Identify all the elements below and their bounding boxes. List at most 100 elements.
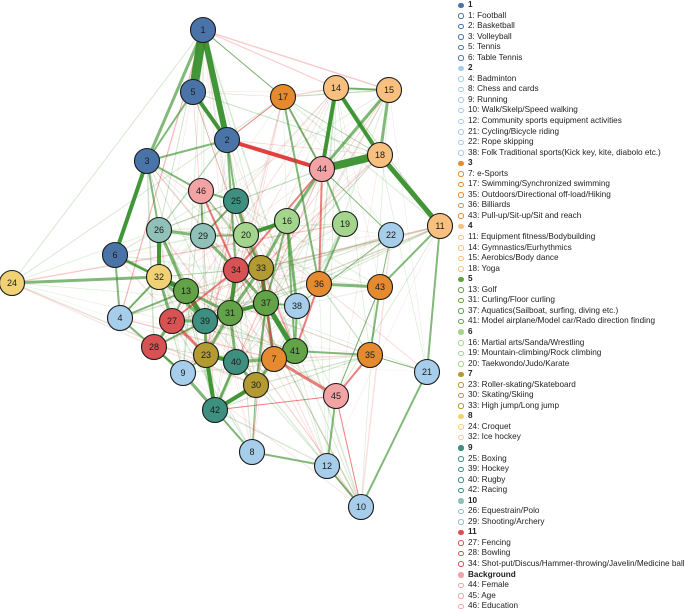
node-label: 27 (167, 316, 177, 326)
legend-item: 14: Gymnastics/Eurhythmics (458, 243, 684, 254)
node-26[interactable]: 26 (145, 216, 173, 244)
faint-edge (235, 200, 320, 285)
node-6[interactable]: 6 (101, 241, 129, 269)
node-14[interactable]: 14 (322, 74, 350, 102)
hollow-circle-icon (458, 540, 464, 546)
filled-circle-icon (458, 498, 464, 504)
legend-item: 29: Shooting/Archery (458, 517, 684, 528)
node-36[interactable]: 36 (305, 270, 333, 298)
hollow-circle-icon (458, 424, 464, 430)
node-circle (145, 263, 173, 291)
node-24[interactable]: 24 (0, 269, 26, 297)
legend-label: 1: Football (468, 10, 507, 20)
node-circle (192, 341, 220, 369)
faint-edge (158, 229, 184, 374)
hollow-circle-icon (458, 550, 464, 557)
faint-edge (202, 29, 337, 89)
node-9[interactable]: 9 (169, 359, 197, 387)
node-circle (222, 348, 250, 376)
node-8[interactable]: 8 (238, 438, 266, 466)
node-2[interactable]: 2 (213, 126, 241, 154)
hollow-circle-icon (458, 266, 464, 272)
node-16[interactable]: 16 (273, 207, 301, 235)
hollow-circle-icon (458, 297, 464, 304)
node-13[interactable]: 13 (172, 277, 200, 305)
edge-11-43 (379, 225, 441, 288)
hollow-circle-icon (458, 434, 464, 441)
node-1[interactable]: 1 (189, 16, 217, 44)
node-44[interactable]: 44 (308, 155, 336, 183)
node-17[interactable]: 17 (269, 83, 297, 111)
legend-label: 17: Swimming/Synchronized swimming (468, 179, 610, 189)
node-33[interactable]: 33 (247, 254, 275, 282)
hollow-circle-icon (458, 361, 464, 367)
faint-edge (114, 254, 320, 285)
hollow-circle-icon (458, 213, 464, 219)
legend-item: 43: Pull-up/Sit-up/Sit and reach (458, 211, 684, 222)
faint-edge (214, 409, 328, 467)
node-19[interactable]: 19 (331, 210, 359, 238)
node-label: 31 (225, 308, 235, 318)
faint-edge (202, 29, 206, 322)
node-43[interactable]: 43 (366, 273, 394, 301)
faint-edge (235, 168, 323, 363)
node-31[interactable]: 31 (216, 299, 244, 327)
node-38[interactable]: 38 (283, 292, 311, 320)
faint-edge (11, 229, 160, 284)
node-25[interactable]: 25 (222, 187, 250, 215)
legend-item: 34: Shot-put/Discus/Hammer-throwing/Jave… (458, 559, 685, 570)
node-45[interactable]: 45 (322, 382, 350, 410)
node-label: 42 (210, 405, 220, 415)
legend-item: 38: Folk Traditional sports(Kick key, ki… (458, 148, 684, 159)
node-21[interactable]: 21 (413, 358, 441, 386)
node-7[interactable]: 7 (260, 345, 288, 373)
node-11[interactable]: 11 (426, 212, 454, 240)
legend-item: 12: Community sports equipment activitie… (458, 116, 684, 127)
node-20[interactable]: 20 (232, 221, 260, 249)
faint-edge (119, 29, 204, 319)
node-27[interactable]: 27 (158, 307, 186, 335)
node-29[interactable]: 29 (189, 222, 217, 250)
legend-group: 10 (458, 496, 684, 507)
node-12[interactable]: 12 (313, 452, 341, 480)
faint-edge (114, 254, 237, 271)
faint-edge (326, 225, 441, 467)
legend-item: 3: Volleyball (458, 32, 684, 43)
node-34[interactable]: 34 (222, 256, 250, 284)
hollow-circle-icon (458, 603, 464, 610)
node-5[interactable]: 5 (179, 78, 207, 106)
node-15[interactable]: 15 (375, 76, 403, 104)
node-label: 39 (200, 316, 210, 326)
filled-circle-icon (458, 276, 464, 283)
hollow-circle-icon (458, 44, 464, 51)
node-circle (213, 126, 241, 154)
legend-label: 1 (468, 0, 473, 9)
node-22[interactable]: 22 (377, 221, 405, 249)
faint-edge (200, 190, 298, 307)
node-30[interactable]: 30 (242, 371, 270, 399)
node-37[interactable]: 37 (252, 289, 280, 317)
node-42[interactable]: 42 (201, 396, 229, 424)
legend-item: 39: Hockey (458, 464, 684, 475)
node-39[interactable]: 39 (191, 307, 219, 335)
node-32[interactable]: 32 (145, 263, 173, 291)
node-label: 10 (356, 502, 366, 512)
faint-edge (214, 312, 231, 411)
node-3[interactable]: 3 (133, 147, 161, 175)
node-4[interactable]: 4 (106, 304, 134, 332)
node-35[interactable]: 35 (356, 341, 384, 369)
node-circle (305, 270, 333, 298)
node-10[interactable]: 10 (347, 493, 375, 521)
node-28[interactable]: 28 (140, 333, 168, 361)
node-18[interactable]: 18 (366, 141, 394, 169)
legend-label: 22: Rope skipping (468, 137, 534, 147)
node-46[interactable]: 46 (187, 177, 215, 205)
legend-label: Background (468, 569, 516, 579)
node-circle (172, 277, 200, 305)
legend-label: 7: e-Sports (468, 168, 509, 178)
legend-label: 27: Fencing (468, 537, 511, 547)
legend-label: 11: Equipment fitness/Bodybuilding (468, 232, 596, 242)
hollow-circle-icon (458, 255, 464, 262)
node-23[interactable]: 23 (192, 341, 220, 369)
node-40[interactable]: 40 (222, 348, 250, 376)
